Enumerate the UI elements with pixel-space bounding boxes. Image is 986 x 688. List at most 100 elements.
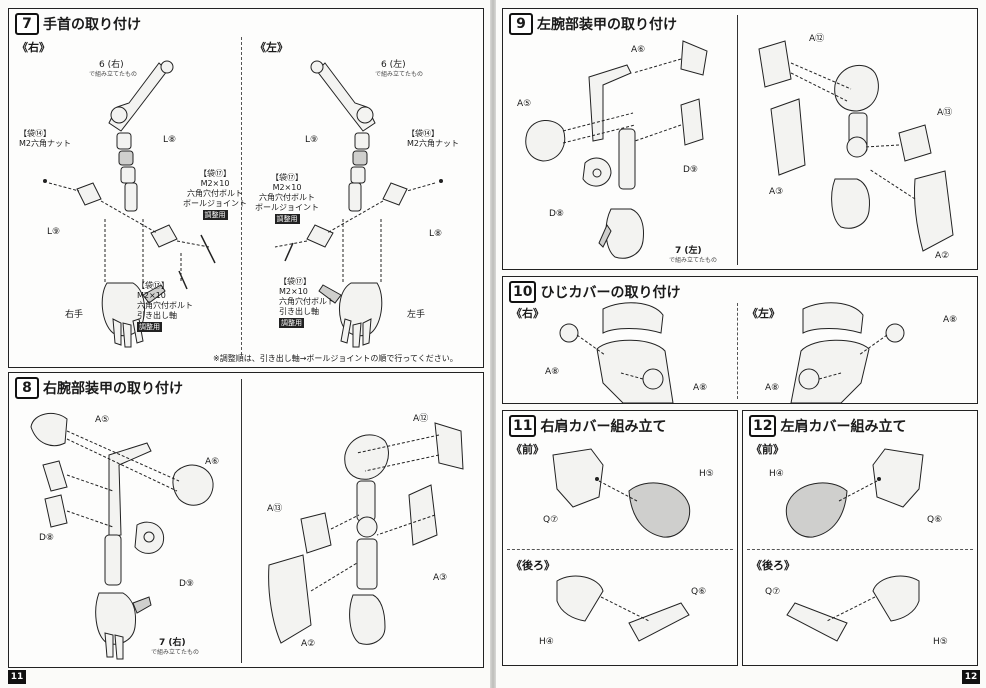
step-title: 左肩カバー組み立て [780, 419, 907, 435]
right-side-label: 《右》 [511, 307, 544, 320]
nut: M2六角ナット [19, 139, 71, 148]
size: M2×10 [272, 183, 302, 192]
right-armor-diagram-a [30, 412, 214, 660]
right-hand-label: 右手 [65, 310, 84, 320]
page-number: 12 [962, 670, 980, 684]
right-side-label: 《右》 [17, 41, 50, 54]
part-6-right: 6 (右) [99, 60, 124, 70]
part-A8: A⑧ [943, 315, 958, 325]
page-11: 7 手首の取り付け 《右》 《左》 [0, 0, 490, 688]
step-title: 右腕部装甲の取り付け [43, 381, 183, 397]
step-number: 9 [509, 13, 533, 35]
step-number: 8 [15, 377, 39, 399]
part-Q7: Q⑦ [765, 587, 781, 597]
size: M2×10 [279, 287, 308, 296]
part-D9: D⑨ [179, 579, 194, 589]
step-11-panel: 11 右肩カバー組み立て 《前》 H⑤ Q⑦ 《後ろ》 Q⑥ H④ [502, 410, 738, 666]
part-A12: A⑫ [809, 34, 825, 44]
part-A3: A③ [769, 187, 784, 197]
step-title: 左腕部装甲の取り付け [537, 17, 677, 33]
part-A6: A⑥ [631, 45, 646, 55]
side-divider [737, 303, 738, 399]
part-6-left: 6 (左) [381, 60, 406, 70]
part-A5: A⑤ [95, 415, 110, 425]
left-side-label: 《左》 [747, 307, 780, 320]
part-A8: A⑧ [765, 383, 780, 393]
part-A6: A⑥ [205, 457, 220, 467]
part-A5: A⑤ [517, 99, 532, 109]
step-10-panel: 10 ひじカバーの取り付け 《右》 《左》 A⑧ A⑧ [502, 276, 978, 404]
part-H4: H④ [539, 637, 554, 647]
part-L9: L⑨ [47, 227, 61, 237]
role: 引き出し軸 [137, 311, 177, 320]
left-shoulder-front-diagram [785, 448, 924, 538]
back-label: 《後ろ》 [751, 559, 795, 572]
adjust-badge: 調整用 [137, 322, 162, 332]
note: で組み立てたもの [375, 71, 424, 78]
part-H4: H④ [769, 469, 784, 479]
nut-label: 【袋⑭】 M2六角ナット [19, 129, 71, 149]
bag: 【袋⑭】 [19, 129, 51, 138]
adjust-footnote: ※調整順は、引き出し軸→ボールジョイントの順で行ってください。 [213, 354, 458, 363]
panel-divider [241, 379, 242, 663]
left-elbow-diagram [790, 302, 905, 404]
note: で組み立てたもの [669, 257, 718, 264]
step-8-title: 8 右腕部装甲の取り付け [15, 377, 183, 399]
right-elbow-diagram [559, 302, 674, 404]
bolt2-label: 【袋⑰】 M2×10 六角穴付ボルト 引き出し軸 調整用 [279, 277, 335, 328]
front-label: 《前》 [511, 443, 544, 456]
part-H5: H⑤ [933, 637, 948, 647]
step-11-title: 11 右肩カバー組み立て [509, 415, 666, 437]
back-label: 《後ろ》 [511, 559, 555, 572]
bolt-label: 【袋⑰】 M2×10 六角穴付ボルト ボールジョイント 調整用 [183, 169, 247, 220]
page-12: 9 左腕部装甲の取り付け A⑥ A⑤ D⑨ [496, 0, 986, 688]
note: で組み立てたもの [151, 649, 200, 656]
side-divider [241, 37, 242, 355]
step-8-panel: 8 右腕部装甲の取り付け [8, 372, 484, 668]
left-wrist-diagram [274, 60, 443, 348]
step-title: 手首の取り付け [43, 17, 141, 33]
front-back-divider [507, 549, 733, 550]
front-label: 《前》 [751, 443, 784, 456]
part-Q6: Q⑥ [691, 587, 707, 597]
left-side-label: 《左》 [255, 41, 288, 54]
bag: 【袋⑰】 [271, 173, 303, 182]
part-L8: L⑧ [163, 135, 177, 145]
kind: 六角穴付ボルト [187, 189, 243, 198]
part-Q6: Q⑥ [927, 515, 943, 525]
bag: 【袋⑰】 [199, 169, 231, 178]
part-A2: A② [301, 639, 316, 649]
ref-step-7-left: 7 (左) [675, 246, 702, 256]
bolt-label: 【袋⑰】 M2×10 六角穴付ボルト ボールジョイント 調整用 [255, 173, 319, 224]
part-D8: D⑧ [39, 533, 54, 543]
kind: 六角穴付ボルト [259, 193, 315, 202]
size: M2×10 [200, 179, 230, 188]
size: M2×10 [137, 291, 166, 300]
bolt2-label: 【袋⑰】 M2×10 六角穴付ボルト 引き出し軸 調整用 [137, 281, 193, 332]
front-back-divider [747, 549, 973, 550]
right-shoulder-front-diagram [552, 448, 691, 538]
role: ボールジョイント [255, 203, 319, 212]
left-armor-diagram-b [758, 40, 954, 252]
part-A3: A③ [433, 573, 448, 583]
step-9-title: 9 左腕部装甲の取り付け [509, 13, 677, 35]
step-number: 10 [509, 281, 537, 303]
bag: 【袋⑰】 [279, 277, 311, 286]
part-A8: A⑧ [545, 367, 560, 377]
bag: 【袋⑭】 [407, 129, 439, 138]
kind: 六角穴付ボルト [137, 301, 193, 310]
left-shoulder-back-diagram [786, 575, 920, 642]
part-L9: L⑨ [305, 135, 319, 145]
adjust-badge: 調整用 [274, 214, 300, 224]
part-Q7: Q⑦ [543, 515, 559, 525]
step-number: 11 [509, 415, 537, 437]
nut-label: 【袋⑭】 M2六角ナット [407, 129, 459, 149]
right-shoulder-back-diagram [556, 575, 690, 642]
role: ボールジョイント [183, 199, 247, 208]
step-number: 7 [15, 13, 39, 35]
role: 引き出し軸 [279, 307, 319, 316]
note: で組み立てたもの [89, 71, 138, 78]
part-A13: A⑬ [267, 504, 283, 514]
part-H5: H⑤ [699, 469, 714, 479]
